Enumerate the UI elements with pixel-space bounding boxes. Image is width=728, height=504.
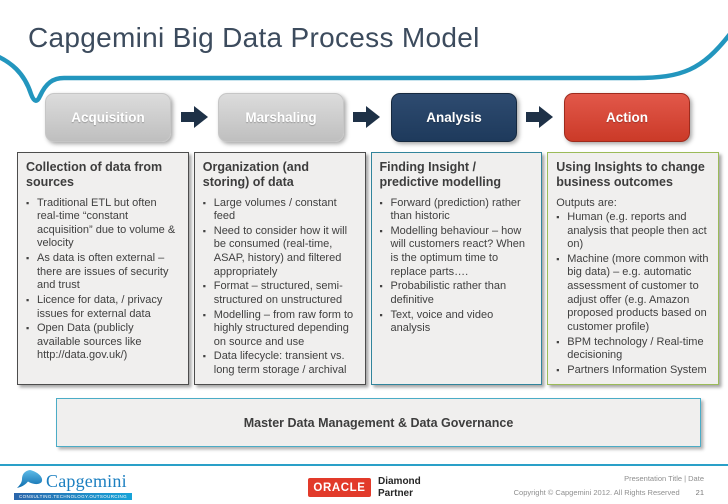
list-item: ▪Traditional ETL but often real-time “co… xyxy=(26,196,176,250)
column-intro-text: Outputs are: xyxy=(556,196,617,209)
flow-arrow-icon xyxy=(353,106,380,128)
process-step-acquisition: Acquisition xyxy=(45,93,171,142)
process-step-label: Acquisition xyxy=(71,110,145,125)
process-step-label: Analysis xyxy=(426,110,482,125)
square-bullet-icon: ▪ xyxy=(202,197,206,208)
capgemini-logo: Capgemini CONSULTING.TECHNOLOGY.OUTSOURC… xyxy=(14,469,134,500)
list-item: ▪Data lifecycle: transient vs. long term… xyxy=(202,350,347,376)
list-item: ▪Forward (prediction) rather than histor… xyxy=(379,196,521,223)
list-item: ▪Probabilistic rather than definitive xyxy=(379,280,507,306)
column-acquisition-details: Collection of data from sources ▪Traditi… xyxy=(17,152,189,385)
list-item: ▪BPM technology / Real-time decisioning xyxy=(556,335,704,362)
square-bullet-icon: ▪ xyxy=(556,336,560,347)
page-title: Capgemini Big Data Process Model xyxy=(28,22,480,53)
square-bullet-icon: ▪ xyxy=(26,253,30,263)
copyright-text: Copyright © Capgemini 2012. All Rights R… xyxy=(513,488,680,497)
presentation-meta: Presentation Title | Date xyxy=(624,474,704,483)
list-item: ▪Modelling behaviour – how will customer… xyxy=(379,224,526,278)
square-bullet-icon: ▪ xyxy=(202,309,206,320)
oracle-partner-line2: Partner xyxy=(378,487,414,499)
process-step-label: Action xyxy=(606,110,648,125)
process-step-analysis: Analysis xyxy=(391,93,517,142)
oracle-partner-line1: Diamond xyxy=(378,476,421,487)
list-item: ▪Large volumes / constant feed xyxy=(202,196,337,223)
list-item: ▪Open Data (publicly available sources l… xyxy=(26,322,142,362)
footer-meta: Presentation Title | Date Copyright © Ca… xyxy=(514,474,704,497)
column-analysis-details: Finding Insight / predictive modelling ▪… xyxy=(370,152,543,385)
square-bullet-icon: ▪ xyxy=(556,211,560,222)
capgemini-logo-text: Capgemini xyxy=(46,471,127,491)
square-bullet-icon: ▪ xyxy=(556,364,560,375)
capgemini-spade-icon xyxy=(14,469,44,494)
column-header: Organization (and storing) of data xyxy=(202,160,309,189)
governance-bar-label: Master Data Management & Data Governance xyxy=(243,415,514,430)
column-header: Collection of data from sources xyxy=(26,160,163,189)
column-action-details: Using Insights to change business outcom… xyxy=(547,152,719,385)
list-item: ▪Format – structured, semi-structured on… xyxy=(202,280,343,306)
detail-columns: Collection of data from sources ▪Traditi… xyxy=(17,152,719,385)
flow-arrow-icon xyxy=(181,106,208,128)
list-item: ▪Partners Information System xyxy=(556,363,707,376)
square-bullet-icon: ▪ xyxy=(202,351,206,362)
column-header: Using Insights to change business outcom… xyxy=(556,160,705,189)
square-bullet-icon: ▪ xyxy=(202,281,206,292)
square-bullet-icon: ▪ xyxy=(556,253,560,264)
page-number: 21 xyxy=(695,488,704,497)
square-bullet-icon: ▪ xyxy=(379,309,383,320)
square-bullet-icon: ▪ xyxy=(26,323,30,334)
list-item: ▪Licence for data, / privacy issues for … xyxy=(26,293,163,320)
governance-bar: Master Data Management & Data Governance xyxy=(56,398,701,447)
square-bullet-icon: ▪ xyxy=(379,197,383,208)
column-bullet-list: ▪Traditional ETL but often real-time “co… xyxy=(26,197,180,364)
process-step-marshaling: Marshaling xyxy=(218,93,344,142)
footer-divider xyxy=(0,464,728,466)
column-header: Finding Insight / predictive modelling xyxy=(379,160,502,189)
column-bullet-list: ▪Large volumes / constant feed▪Need to c… xyxy=(203,197,357,378)
process-step-action: Action xyxy=(564,93,690,142)
process-step-label: Marshaling xyxy=(245,110,317,125)
flow-arrow-icon xyxy=(526,106,553,128)
list-item: ▪Need to consider how it will be consume… xyxy=(202,224,348,278)
square-bullet-icon: ▪ xyxy=(379,281,383,292)
oracle-logo-text: ORACLE xyxy=(308,478,371,497)
square-bullet-icon: ▪ xyxy=(202,225,206,236)
capgemini-tagline: CONSULTING.TECHNOLOGY.OUTSOURCING xyxy=(14,493,132,500)
list-item: ▪Machine (more common with big data) – e… xyxy=(556,252,709,333)
column-bullet-list: ▪Forward (prediction) rather than histor… xyxy=(380,197,534,336)
square-bullet-icon: ▪ xyxy=(26,197,30,208)
square-bullet-icon: ▪ xyxy=(26,294,30,305)
list-item: ▪Modelling – from raw form to highly str… xyxy=(202,308,354,348)
oracle-partner-logo: ORACLE Diamond Partner xyxy=(308,476,421,499)
column-marshaling-details: Organization (and storing) of data ▪Larg… xyxy=(193,152,366,385)
list-item: ▪As data is often external – there are i… xyxy=(26,252,169,292)
column-bullet-list: ▪Human (e.g. reports and analysis that p… xyxy=(556,211,710,378)
list-item: ▪Text, voice and video analysis xyxy=(379,308,494,335)
list-item: ▪Human (e.g. reports and analysis that p… xyxy=(556,210,707,251)
square-bullet-icon: ▪ xyxy=(379,225,383,236)
